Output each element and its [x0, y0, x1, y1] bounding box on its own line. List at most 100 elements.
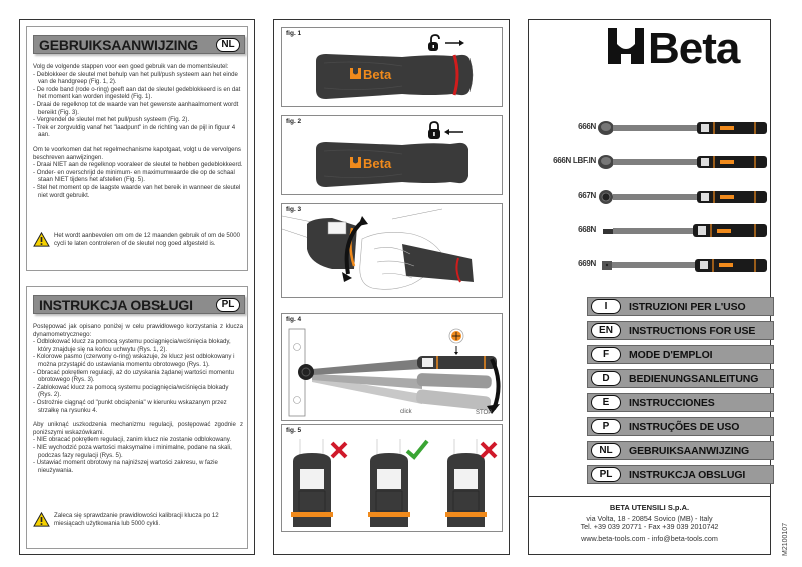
language-item-pl[interactable]: PL INSTRUKCJA OBSLUGI — [587, 465, 774, 484]
caution-intro: Om te voorkomen dat het regelmechanisme … — [33, 145, 241, 161]
warning-note: Zaleca się sprawdzanie prawidłowości kal… — [33, 512, 243, 527]
step-item: - De rode band (rode o-ring) geeft aan d… — [33, 85, 241, 101]
language-label: ISTRUZIONI PER L'USO — [629, 301, 746, 313]
language-code-badge: E — [591, 395, 621, 410]
language-label: GEBRUIKSAANWIJZING — [629, 445, 750, 457]
language-item-fr[interactable]: F MODE D'EMPLOI — [587, 345, 774, 364]
language-label: INSTRUCTIONS FOR USE — [629, 325, 756, 337]
section-dutch: GEBRUIKSAANWIJZING NL Volg de volgende s… — [26, 26, 248, 271]
grip-correct — [368, 439, 410, 527]
warning-text: Het wordt aanbevolen om om de 12 maanden… — [54, 232, 240, 247]
torque-wrench-insert-icon — [602, 259, 767, 272]
figure-3-adjust: fig. 3 — [281, 203, 503, 298]
beta-logo-orange: Beta — [350, 67, 392, 82]
model-row-667n: 667N — [529, 187, 772, 207]
step-item: - Vergrendel de sleutel met het pull/pus… — [33, 116, 190, 124]
language-code-badge: F — [591, 347, 621, 362]
svg-text:Beta: Beta — [648, 26, 741, 68]
torque-wrench-ring-icon — [599, 190, 767, 204]
language-label: MODE D'EMPLOI — [629, 349, 713, 361]
step-item: - Odblokować klucz za pomocą systemu poc… — [33, 338, 231, 353]
model-row-669n: 669N — [529, 255, 772, 275]
language-label: INSTRUCCIONES — [629, 397, 715, 409]
torque-wrench-ratchet-icon — [598, 121, 767, 135]
step-item: - Obracać pokrętłem regulacji, aż do uzy… — [33, 368, 234, 384]
language-code-badge: NL — [591, 443, 621, 458]
red-cross-icon — [480, 441, 498, 459]
caution-intro: Aby uniknąć uszkodzenia mechanizmu regul… — [33, 421, 243, 436]
unlocked-grip-illustration: Beta — [316, 54, 474, 99]
language-item-es[interactable]: E INSTRUCCIONES — [587, 393, 774, 412]
section-body: Volg de volgende stappen voor een goed g… — [33, 63, 243, 199]
caution-item: - Stel het moment op de laagste waarde v… — [33, 183, 241, 199]
language-code-badge: PL — [591, 467, 621, 482]
model-label: 666N LBF.IN — [553, 156, 596, 165]
section-title: INSTRUKCJA OBSŁUGI — [39, 297, 193, 313]
language-item-it[interactable]: I ISTRUZIONI PER L'USO — [587, 297, 774, 316]
step-item: - Draai de regelknop tot de waarde van h… — [33, 100, 239, 116]
section-title: GEBRUIKSAANWIJZING — [39, 37, 198, 53]
caution-item: - Ustawiać moment obrotowy na najniższej… — [33, 459, 218, 474]
load-point-icon — [448, 328, 464, 344]
caution-item: - NIE obracać pokrętłem regulacji, zanim… — [33, 436, 232, 444]
language-label: BEDIENUNGSANLEITUNG — [629, 373, 759, 385]
step-item: - Trek er zorgvuldig vanaf het "laadpunt… — [33, 123, 236, 139]
section-header-dutch: GEBRUIKSAANWIJZING NL — [33, 35, 245, 54]
figure-1-unlock: Beta fig. 1 — [281, 27, 503, 107]
model-label: 667N — [578, 191, 596, 200]
figures-panel: Beta fig. 1 Beta fig. 2 — [273, 19, 510, 555]
step-item: - Kolorowe pasmo (czerwony o-ring) wskaz… — [33, 353, 235, 368]
company-address: via Volta, 18 - 20854 Sovico (MB) - Ital… — [586, 513, 713, 523]
green-check-icon — [405, 439, 429, 460]
language-item-de[interactable]: D BEDIENUNGSANLEITUNG — [587, 369, 774, 388]
company-footer: BETA UTENSILI S.p.A. via Volta, 18 - 208… — [529, 503, 770, 543]
figure-5-scale-limits: fig. 5 — [281, 424, 503, 532]
language-item-pt[interactable]: P INSTRUÇÕES DE USO — [587, 417, 774, 436]
stop-label: STOP — [476, 410, 493, 416]
model-label: 666N — [578, 122, 596, 131]
grip-too-high — [445, 439, 487, 527]
figure-label: fig. 4 — [286, 316, 302, 323]
torque-wrench-ratchet-icon — [598, 155, 767, 169]
figure-label: fig. 1 — [286, 30, 302, 37]
language-code-badge: I — [591, 299, 621, 314]
pull-direction-illustration — [288, 328, 501, 417]
figure-label: fig. 3 — [286, 206, 302, 213]
caution-item: - Onder- en overschrijd de minimum- en m… — [33, 168, 235, 184]
svg-text:Beta: Beta — [363, 67, 392, 82]
step-item: - Deblokkeer de sleutel met behulp van h… — [33, 70, 238, 86]
beta-logo: Beta — [608, 26, 742, 68]
company-phone-fax: Tel. +39 039 20771 - Fax +39 039 2010742 — [580, 522, 719, 531]
caution-item: - NIE wychodzić poza wartości maksymalne… — [33, 443, 232, 459]
section-polish: INSTRUKCJA OBSŁUGI PL Postępować jak opi… — [26, 286, 248, 549]
warning-triangle-icon — [33, 512, 50, 527]
section-header-polish: INSTRUKCJA OBSŁUGI PL — [33, 295, 245, 314]
click-label: click — [400, 409, 412, 415]
model-row-668n: 668N — [529, 221, 772, 241]
company-web-email: www.beta-tools.com - info@beta-tools.com — [581, 533, 718, 543]
model-row-666n-lbf: 666N LBF.IN — [529, 152, 772, 172]
warning-note: Het wordt aanbevolen om om de 12 maanden… — [33, 232, 243, 247]
scale-window-illustration — [291, 439, 498, 527]
beta-logo-orange: Beta — [350, 156, 392, 171]
language-code-badge: D — [591, 371, 621, 386]
language-item-en[interactable]: EN INSTRUCTIONS FOR USE — [587, 321, 774, 340]
step-item: - Ostrożnie ciągnąć od "punkt obciążenia… — [33, 398, 227, 414]
figure-2-lock: Beta fig. 2 — [281, 115, 503, 195]
footer-divider — [529, 496, 770, 497]
svg-text:Beta: Beta — [363, 156, 392, 171]
language-label: INSTRUKCJA OBSLUGI — [629, 469, 746, 481]
caution-item: - Draai NIET aan de regelknop vooraleer … — [33, 161, 243, 169]
language-item-nl[interactable]: NL GEBRUIKSAANWIJZING — [587, 441, 774, 460]
red-cross-icon — [330, 441, 348, 459]
grip-too-low — [291, 439, 333, 527]
adjust-knob-illustration — [282, 208, 474, 290]
language-badge: NL — [216, 38, 240, 52]
intro-text: Postępować jak opisano poniżej w celu pr… — [33, 323, 243, 338]
warning-triangle-icon — [33, 232, 50, 247]
figure-4-pull: fig. 4 cli — [281, 313, 503, 421]
section-body: Postępować jak opisano poniżej w celu pr… — [33, 323, 243, 474]
locked-padlock-icon — [428, 121, 463, 139]
torque-wrench-square-drive-icon — [603, 224, 767, 237]
figure-label: fig. 2 — [286, 118, 302, 125]
